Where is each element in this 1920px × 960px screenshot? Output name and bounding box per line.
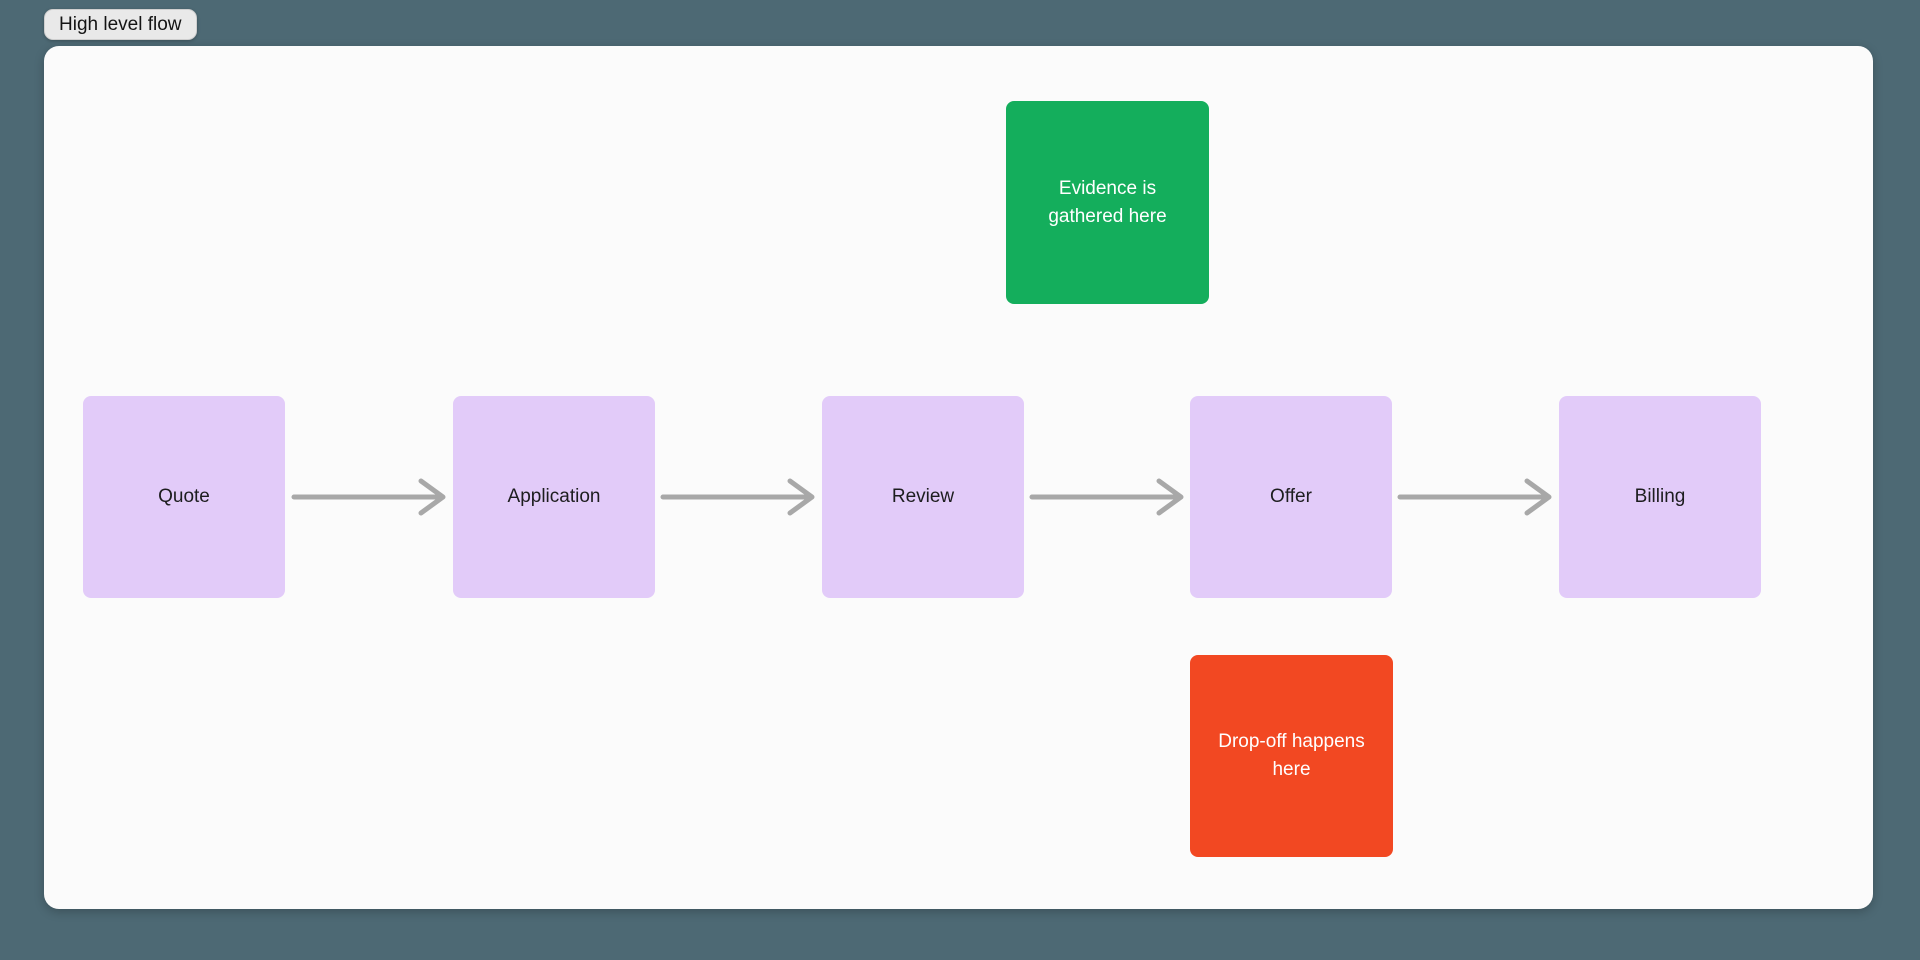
frame-label[interactable]: High level flow xyxy=(44,9,197,40)
arrow-right-icon xyxy=(1029,478,1184,516)
flow-node-application-label: Application xyxy=(507,486,601,507)
flow-node-quote[interactable]: Quote xyxy=(83,396,285,598)
annotation-evidence-text: Evidence is gathered here xyxy=(1048,177,1167,227)
frame-high-level-flow[interactable]: Evidence is gathered here Quote Applicat… xyxy=(44,46,1873,909)
connector-quote-to-application[interactable] xyxy=(291,475,447,519)
arrow-right-icon xyxy=(291,478,446,516)
flow-node-quote-label: Quote xyxy=(158,486,210,507)
flow-node-review-label: Review xyxy=(891,486,955,507)
annotation-evidence-node[interactable]: Evidence is gathered here xyxy=(1006,101,1209,304)
flow-node-billing[interactable]: Billing xyxy=(1559,396,1761,598)
flow-node-billing-label: Billing xyxy=(1634,486,1686,507)
frame-label-text: High level flow xyxy=(59,13,182,35)
arrow-right-icon xyxy=(1397,478,1552,516)
connector-offer-to-billing[interactable] xyxy=(1397,475,1553,519)
flow-node-review[interactable]: Review xyxy=(822,396,1024,598)
annotation-dropoff-node[interactable]: Drop-off happens here xyxy=(1190,655,1393,857)
flow-node-application[interactable]: Application xyxy=(453,396,655,598)
annotation-dropoff-text: Drop-off happens here xyxy=(1218,731,1365,780)
flow-node-offer-label: Offer xyxy=(1270,486,1312,507)
connector-review-to-offer[interactable] xyxy=(1029,475,1185,519)
flow-node-offer[interactable]: Offer xyxy=(1190,396,1392,598)
connector-application-to-review[interactable] xyxy=(660,475,816,519)
arrow-right-icon xyxy=(660,478,815,516)
